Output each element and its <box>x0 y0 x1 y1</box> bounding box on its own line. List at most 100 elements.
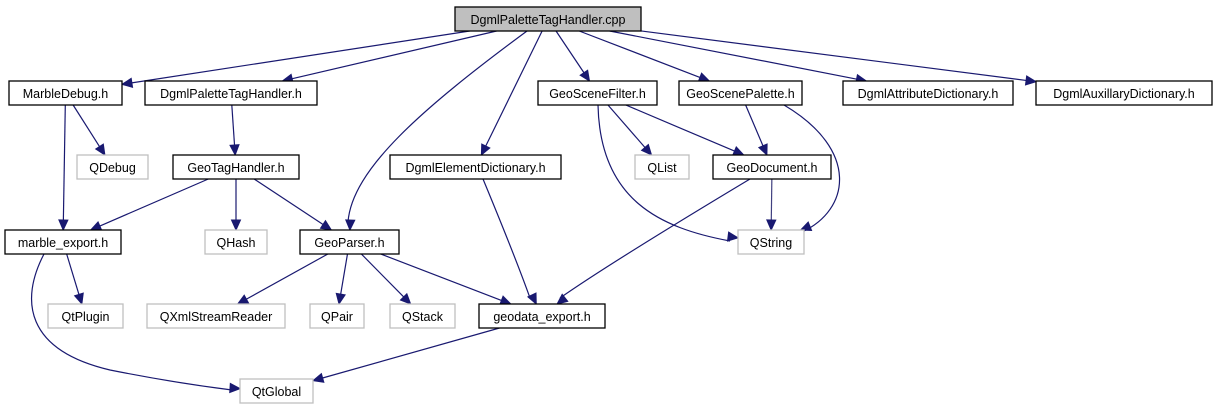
node-dgmlelem[interactable]: DgmlElementDictionary.h <box>389 154 562 180</box>
edge-marble_export-to-qtplugin <box>66 253 80 296</box>
arrowhead-marbledebug <box>120 77 134 88</box>
node-label: QPair <box>321 310 353 324</box>
edge-line <box>130 30 470 84</box>
node-box <box>678 80 803 106</box>
edge-geodata_export-to-qtglobal <box>321 327 500 379</box>
arrowhead-marble_export <box>89 220 103 231</box>
arrowhead-geoparser <box>319 219 333 231</box>
arrowhead-qpair <box>335 292 346 306</box>
edge-root-to-geoparser <box>347 30 528 223</box>
node-box <box>478 303 606 329</box>
node-geotaghandler[interactable]: GeoTagHandler.h <box>172 154 300 180</box>
node-geoscenefilter[interactable]: GeoSceneFilter.h <box>537 80 658 106</box>
node-label: QList <box>647 161 677 175</box>
node-label: QStack <box>402 310 444 324</box>
node-label: QtGlobal <box>252 385 301 399</box>
node-qtplugin: QtPlugin <box>47 303 124 329</box>
node-geoscenepalette[interactable]: GeoScenePalette.h <box>678 80 803 106</box>
edge-dgmlpalette_h-to-geotaghandler <box>231 104 236 147</box>
arrowhead-qstring <box>726 231 740 242</box>
node-root[interactable]: DgmlPaletteTagHandler.cpp <box>454 6 642 32</box>
node-geodocument[interactable]: GeoDocument.h <box>712 154 832 180</box>
node-label: DgmlElementDictionary.h <box>405 161 545 175</box>
edge-geodocument-to-qstring <box>770 178 773 222</box>
arrowhead-qlist <box>640 143 653 156</box>
node-label: geodata_export.h <box>493 310 590 324</box>
arrowhead-qstring <box>766 219 777 232</box>
edge-line <box>66 253 80 296</box>
node-box <box>47 303 124 329</box>
node-box <box>4 229 122 255</box>
arrowhead-geodata_export <box>556 293 569 305</box>
edge-geoscenepalette-to-geodocument <box>745 104 764 147</box>
edge-line <box>347 30 528 223</box>
node-marble_export[interactable]: marble_export.h <box>4 229 122 255</box>
node-geodata_export[interactable]: geodata_export.h <box>478 303 606 329</box>
node-label: MarbleDebug.h <box>23 87 109 101</box>
edge-line <box>72 104 101 148</box>
node-box <box>76 154 149 180</box>
arrowhead-geodocument <box>731 146 745 156</box>
node-box <box>309 303 365 329</box>
edge-geoparser-to-qstack <box>360 253 405 299</box>
node-marbledebug[interactable]: MarbleDebug.h <box>8 80 123 106</box>
node-box <box>299 229 400 255</box>
node-label: QDebug <box>89 161 136 175</box>
node-qpair: QPair <box>309 303 365 329</box>
node-dgmlpalette_h[interactable]: DgmlPaletteTagHandler.h <box>144 80 318 106</box>
node-label: QString <box>750 236 792 250</box>
edge-line <box>321 327 500 379</box>
edge-geoparser-to-qpair <box>339 253 349 296</box>
node-box <box>172 154 300 180</box>
edge-line <box>609 30 858 80</box>
edge-line <box>597 104 731 242</box>
edge-marbledebug-to-qdebug <box>72 104 101 148</box>
edge-root-to-marbledebug <box>130 30 470 84</box>
edge-line <box>770 178 773 222</box>
node-label: GeoScenePalette.h <box>686 87 794 101</box>
arrowhead-qtplugin <box>73 292 84 306</box>
arrowhead-dgmlelem <box>480 143 491 157</box>
node-label: GeoDocument.h <box>726 161 817 175</box>
arrowhead-qhash <box>230 219 242 232</box>
edge-line <box>98 178 209 227</box>
edge-line <box>253 178 325 226</box>
node-box <box>712 154 832 180</box>
arrowhead-qstack <box>399 292 412 305</box>
node-box <box>737 229 805 255</box>
node-label: GeoTagHandler.h <box>187 161 284 175</box>
node-qxmlstream: QXmlStreamReader <box>146 303 286 329</box>
node-box <box>146 303 286 329</box>
node-box <box>634 154 690 180</box>
edge-geoparser-to-geodata_export <box>380 253 503 302</box>
node-qlist: QList <box>634 154 690 180</box>
node-label: DgmlPaletteTagHandler.h <box>160 87 302 101</box>
edge-root-to-dgmlaux <box>640 30 1028 82</box>
node-dgmlaux[interactable]: DgmlAuxillaryDictionary.h <box>1035 80 1213 106</box>
node-box <box>1035 80 1213 106</box>
edge-line <box>559 178 751 299</box>
edge-line <box>482 178 531 299</box>
edge-line <box>31 253 233 391</box>
node-box <box>144 80 318 106</box>
node-label: marble_export.h <box>18 236 108 250</box>
arrowhead-qtglobal <box>311 372 325 383</box>
node-label: DgmlAttributeDictionary.h <box>858 87 999 101</box>
node-qstring: QString <box>737 229 805 255</box>
node-box <box>842 80 1014 106</box>
arrowhead-marble_export <box>58 219 69 232</box>
edge-marbledebug-to-marble_export <box>62 104 66 222</box>
arrowhead-qstring <box>799 221 813 231</box>
node-dgmlattr[interactable]: DgmlAttributeDictionary.h <box>842 80 1014 106</box>
arrowhead-geoscenefilter <box>579 69 591 83</box>
edge-geoscenepalette-to-qstring <box>783 104 841 233</box>
node-qtglobal: QtGlobal <box>239 378 314 404</box>
node-geoparser[interactable]: GeoParser.h <box>299 229 400 255</box>
edge-root-to-dgmlpalette_h <box>291 30 497 80</box>
node-qhash: QHash <box>204 229 268 255</box>
edge-dgmlelem-to-geodata_export <box>482 178 531 299</box>
arrowhead-dgmlaux <box>1024 75 1038 86</box>
node-box <box>204 229 268 255</box>
